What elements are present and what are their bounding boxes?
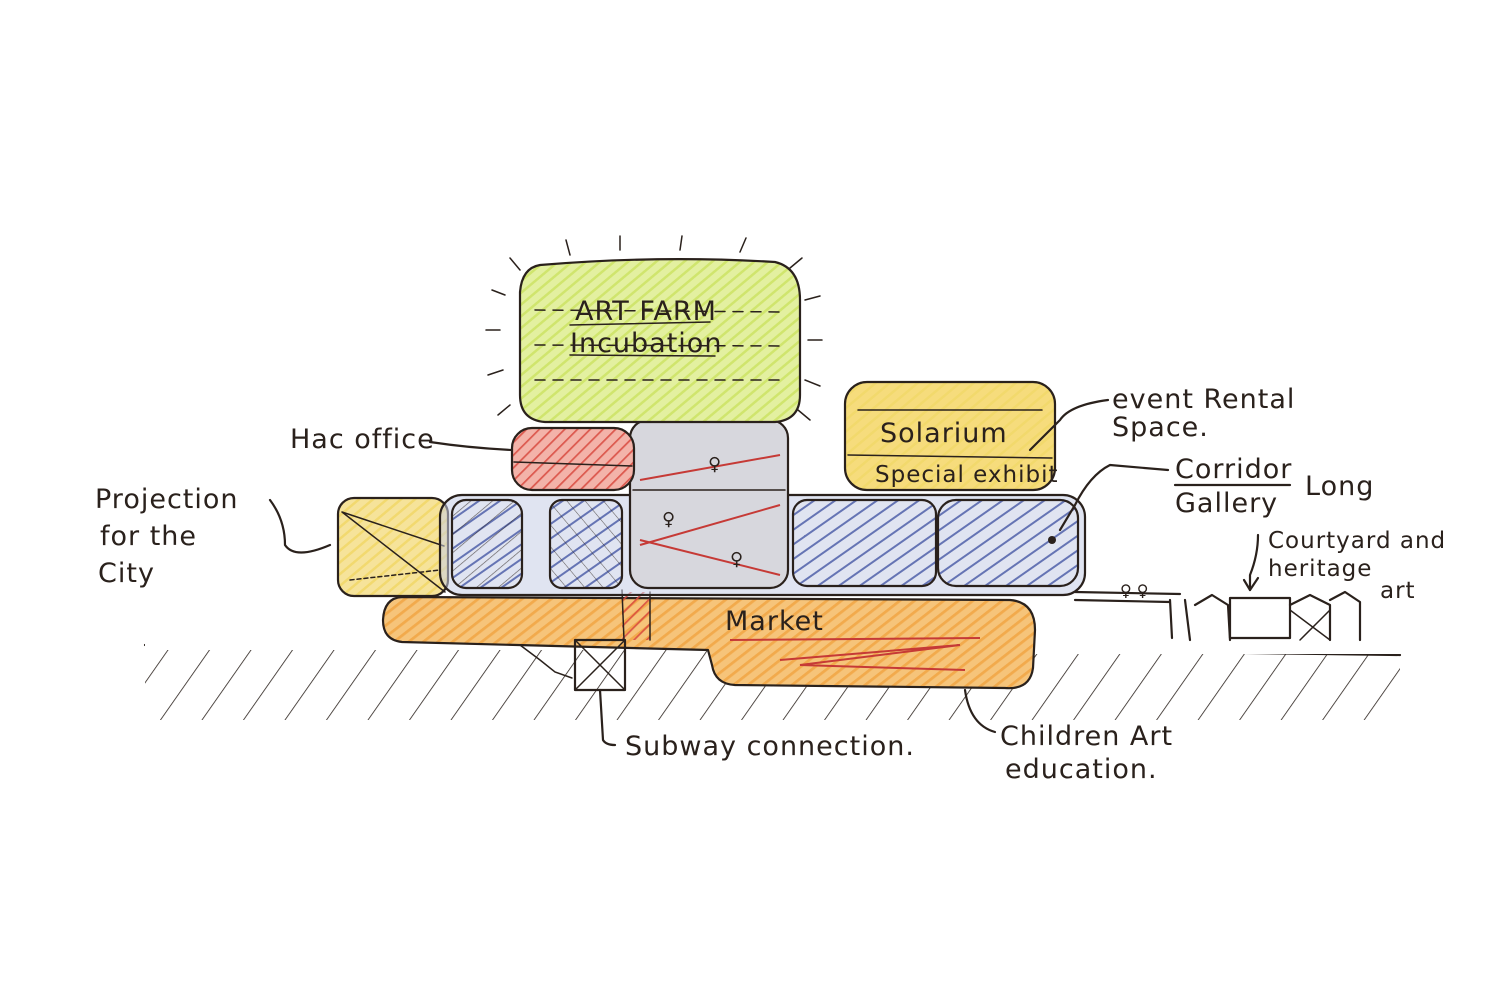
projection-volume: [336, 496, 450, 598]
children-label-2: education.: [1005, 754, 1158, 785]
projection-label-3: City: [98, 558, 155, 589]
leader-lines: [268, 398, 1260, 747]
gallery-label: Gallery: [1175, 488, 1278, 519]
courtyard-label-2: heritage: [1268, 556, 1372, 582]
long-label: Long: [1305, 471, 1374, 502]
art-farm-volume: [485, 235, 823, 424]
projection-label-2: for the: [100, 521, 197, 552]
projection-label-1: Projection: [95, 484, 239, 515]
solarium-volume: [843, 380, 1057, 492]
market-volume: [381, 589, 1037, 690]
annotation-labels: Hac office event Rental Space. Corridor …: [95, 384, 1446, 785]
subway-label: Subway connection.: [625, 731, 915, 762]
courtyard-label-1: Courtyard and: [1268, 528, 1446, 554]
svg-text:♀: ♀: [662, 509, 675, 530]
hac-office-volume: [510, 426, 636, 492]
central-gallery-volume: ♀ ♀ ♀: [628, 418, 790, 590]
special-exhibit-label: Special exhibit: [875, 462, 1059, 488]
art-farm-label-2: Incubation: [570, 328, 722, 359]
market-label: Market: [725, 606, 824, 637]
svg-text:♀: ♀: [708, 454, 721, 475]
volume-labels: ART FARM Incubation Solarium Special exh…: [570, 296, 1059, 637]
corridor-label: Corridor: [1175, 454, 1292, 485]
svg-text:♀: ♀: [730, 549, 743, 570]
event-rental-label-1: event Rental: [1112, 384, 1295, 415]
children-label-1: Children Art: [1000, 721, 1173, 752]
courtyard-label-3: art: [1380, 578, 1416, 604]
art-farm-label-1: ART FARM: [575, 296, 717, 327]
courtyard-heritage: ♀ ♀: [1073, 581, 1362, 642]
hac-office-label: Hac office: [290, 424, 435, 455]
glow-rays: [485, 235, 823, 421]
solarium-label: Solarium: [880, 418, 1008, 449]
svg-text:♀ ♀: ♀ ♀: [1120, 581, 1149, 600]
event-rental-label-2: Space.: [1112, 412, 1209, 443]
